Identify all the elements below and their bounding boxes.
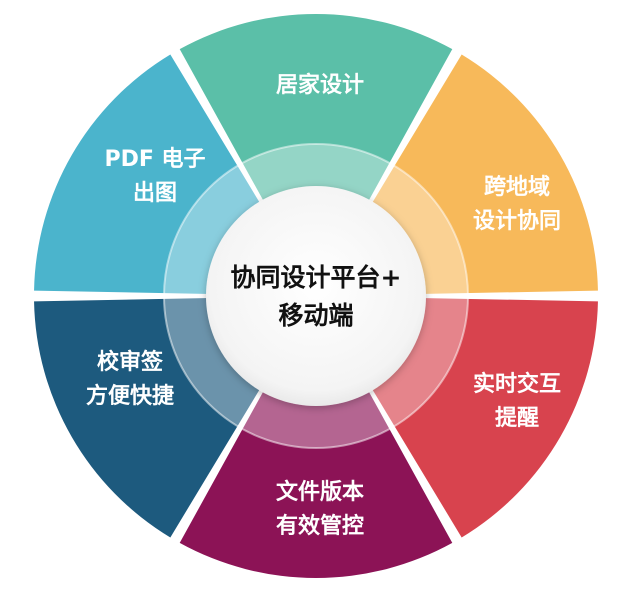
segment-label-cross-region-1: 跨地域 [484,174,550,200]
segment-label-realtime-interact-2: 提醒 [495,405,539,431]
inner-ring-edge [163,143,469,449]
center-title: 协同设计平台+ [231,263,402,292]
ring-band-version-control [240,389,392,448]
ring-band-home-design [240,144,392,203]
segment-cross-region [346,54,598,295]
segment-home-design [179,13,453,244]
ring-band-realtime-interact [370,296,468,428]
segment-label-realtime-interact-1: 实时交互 [473,371,561,397]
ring-band-review-sign [164,296,262,428]
ring-band-pdf-output [164,164,262,296]
inner-ring-layer [163,143,469,449]
segment-pdf-output [34,54,286,295]
segment-label-version-control-2: 有效管控 [276,513,364,539]
segment-label-pdf-output-2: 出图 [133,181,177,206]
ring-band-cross-region [370,164,468,296]
center-subtitle: 移动端 [278,301,353,330]
segment-version-control [179,348,453,578]
segment-realtime-interact [346,297,598,538]
segment-label-review-sign-1: 校审签 [97,349,164,375]
center-disc [206,186,426,406]
segment-label-version-control-1: 文件版本 [276,479,364,505]
segment-review-sign [34,297,286,538]
segment-label-cross-region-2: 设计协同 [473,209,561,234]
segment-label-review-sign-2: 方便快捷 [86,383,175,409]
segment-label-home-design-1: 居家设计 [276,72,364,98]
segments-layer [34,13,598,578]
segment-label-pdf-output-1: PDF 电子 [104,147,205,172]
